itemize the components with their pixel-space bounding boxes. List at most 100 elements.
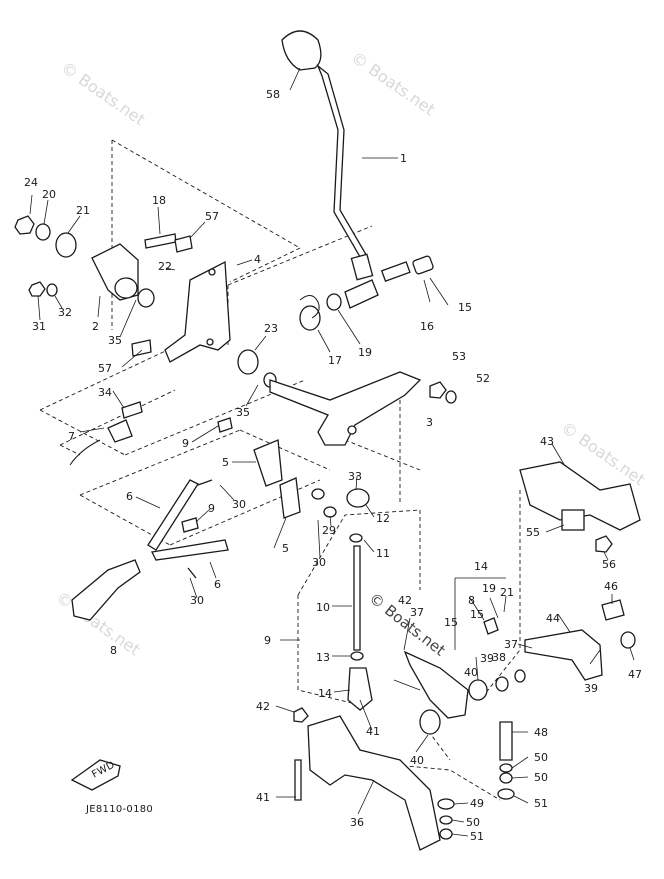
callout-27: 22	[158, 260, 172, 273]
nut-28	[14, 215, 35, 235]
callout-26: 21	[76, 204, 90, 217]
callout-42: 42	[398, 594, 412, 607]
callout-40: 40	[464, 666, 478, 679]
right-assembly	[403, 461, 641, 735]
callout-9: 9	[182, 437, 189, 450]
leader	[289, 67, 301, 91]
leader	[275, 699, 375, 815]
callout-35b: 35	[236, 406, 250, 419]
nut-52	[439, 828, 453, 840]
rod-13	[353, 545, 361, 651]
nut-49	[499, 772, 513, 784]
nut-46	[620, 631, 636, 649]
callout-27b: 23	[264, 322, 278, 335]
joint-15	[346, 488, 370, 508]
callout-24b: 15	[458, 301, 472, 314]
callout-21: 17	[328, 354, 342, 367]
callout-48: 49	[470, 797, 484, 810]
leader	[280, 605, 352, 693]
callout-9b: 9	[208, 502, 215, 515]
callout-57b: 57	[98, 362, 112, 375]
callout-12: 14	[318, 687, 332, 700]
bracket-hole	[206, 338, 214, 346]
callout-40b: 40	[410, 754, 424, 767]
callout-37b: 37	[504, 638, 518, 651]
leader	[37, 295, 137, 338]
callout-31: 31	[32, 320, 46, 333]
bolt-45	[601, 599, 625, 621]
ring-29	[323, 506, 337, 518]
nut-31	[28, 281, 46, 297]
callout-19: 19	[482, 582, 496, 595]
callout-18: 15	[470, 608, 484, 621]
leader	[511, 731, 529, 804]
callout-23: 16	[420, 320, 434, 333]
shift-shaft	[269, 371, 457, 446]
lever-5	[253, 439, 283, 487]
lever-rod	[316, 63, 369, 263]
callout-38: 38	[492, 651, 506, 664]
assembly-line	[39, 329, 306, 456]
leader	[191, 425, 287, 549]
callout-8b: 8	[468, 594, 475, 607]
bolt-57b	[131, 339, 152, 357]
callout-56: 56	[602, 558, 616, 571]
callout-55: 55	[526, 526, 540, 539]
callout-33: 33	[348, 470, 362, 483]
callout-35: 35	[108, 334, 122, 347]
callout-25: 20	[42, 188, 56, 201]
clip-7	[107, 419, 133, 443]
callout-11: 13	[316, 651, 330, 664]
callout-36: 36	[350, 816, 364, 829]
bushing	[412, 255, 434, 275]
callout-1: 1	[400, 152, 407, 165]
pin-9	[181, 517, 199, 533]
callout-41: 41	[366, 725, 380, 738]
washer-50b	[497, 788, 515, 800]
washer-39	[514, 669, 526, 683]
rod-assembly	[311, 488, 373, 711]
assembly-line	[297, 509, 421, 706]
shift-lever	[281, 30, 434, 331]
cotter-30	[187, 479, 213, 579]
callout-45: 46	[604, 580, 618, 593]
bracket-4	[164, 260, 231, 363]
washer-51	[439, 815, 453, 825]
drawing-code: JE8110-0180	[85, 804, 153, 815]
pin-9b	[217, 417, 233, 433]
callout-44: 44	[546, 612, 560, 625]
callout-8: 8	[110, 644, 117, 657]
callout-39: 39	[584, 682, 598, 695]
washer	[326, 293, 342, 311]
callout-17: 15	[444, 616, 458, 629]
assembly-line	[79, 429, 331, 546]
callout-30b: 30	[190, 594, 204, 607]
lever-5b	[279, 477, 301, 519]
lever-44	[524, 629, 603, 681]
callout-57: 57	[205, 210, 219, 223]
leader	[157, 206, 206, 271]
lower-bracket	[293, 707, 515, 851]
callout-49: 50	[534, 771, 548, 784]
callout-42b: 42	[256, 700, 270, 713]
leader-lines	[29, 67, 635, 837]
callout-52: 51	[470, 830, 484, 843]
callout-51: 50	[466, 816, 480, 829]
callout-53: 52	[476, 372, 490, 385]
pin-18	[483, 617, 499, 635]
callout-32: 32	[58, 306, 72, 319]
nut-42	[293, 707, 309, 723]
callout-10: 9	[264, 634, 271, 647]
callout-20: 21	[500, 586, 514, 599]
bolt-41	[294, 759, 302, 801]
callout-13: 10	[316, 601, 330, 614]
callout-50: 50	[534, 751, 548, 764]
callout-15: 12	[376, 512, 390, 525]
leader	[393, 443, 566, 753]
nut-11	[350, 651, 364, 661]
callout-16: 14	[474, 560, 488, 573]
callout-30c: 30	[312, 556, 326, 569]
assembly-lines	[39, 139, 591, 801]
callout-41b: 41	[256, 791, 270, 804]
watermark: © Boats.net	[58, 58, 149, 130]
